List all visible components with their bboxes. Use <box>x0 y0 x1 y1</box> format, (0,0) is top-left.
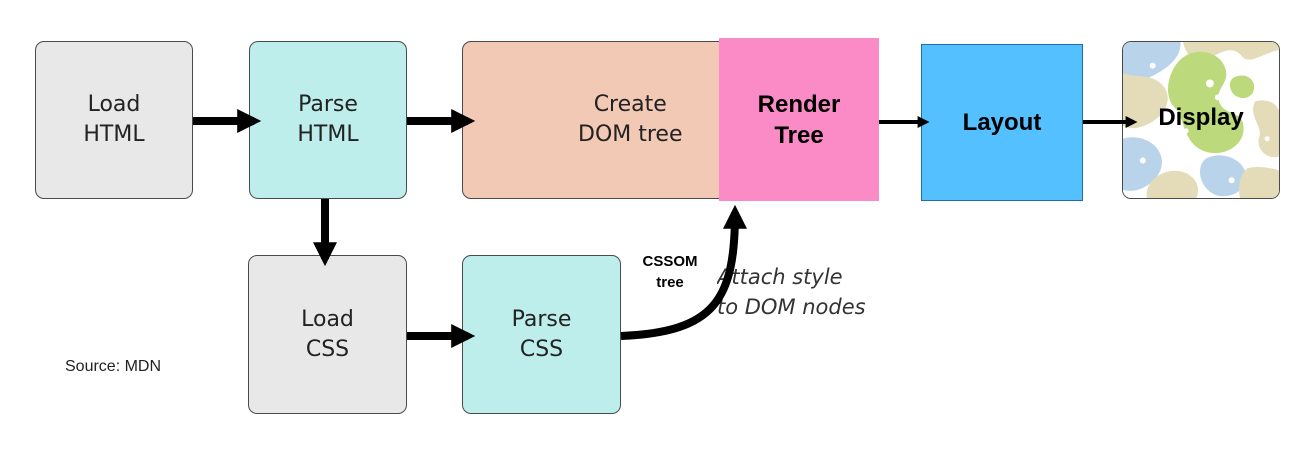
abstract-blob-pattern-icon <box>1123 42 1279 198</box>
source-label: Source: MDN <box>65 358 162 375</box>
node-layout: Layout <box>921 44 1083 201</box>
node-load-css: Load CSS <box>248 255 407 414</box>
node-create-dom-tree: Create DOM tree <box>462 41 748 199</box>
cssom-tree-label: CSSOM tree <box>642 253 698 291</box>
display-label: Display <box>1158 104 1244 131</box>
node-parse-css: Parse CSS <box>462 255 621 414</box>
node-render-tree: Render Tree <box>719 38 879 201</box>
node-parse-html: Parse HTML <box>249 41 407 199</box>
node-load-html: Load HTML <box>35 41 193 199</box>
attach-style-label: Attach style to DOM nodes <box>717 265 866 319</box>
node-display: Display <box>1122 41 1280 199</box>
